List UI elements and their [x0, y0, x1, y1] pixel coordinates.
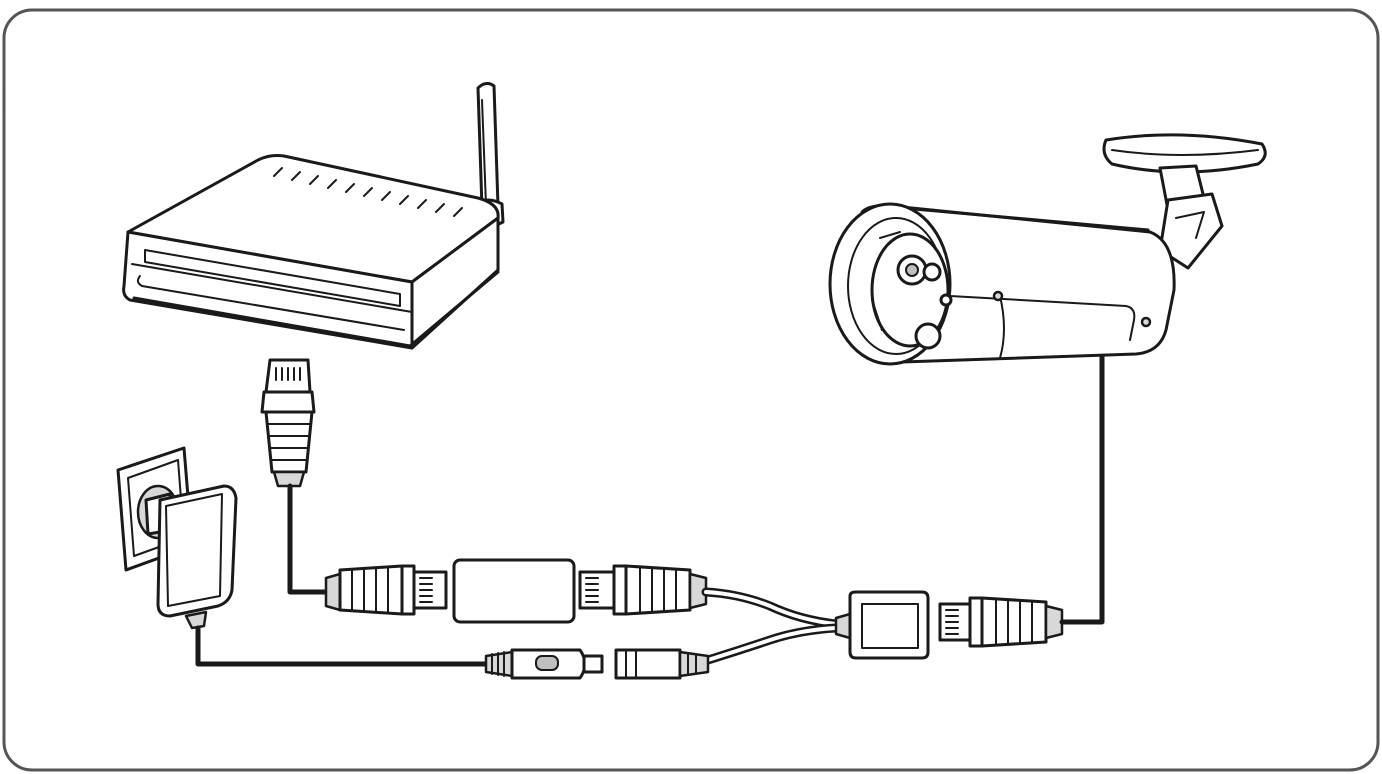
adapter-cable — [195, 625, 491, 667]
router-rj45-plug-icon — [260, 358, 316, 488]
power-adapter-icon — [144, 484, 238, 630]
router-to-injector-cable — [287, 483, 331, 595]
camera-cable — [1059, 349, 1105, 625]
poe-injector-icon — [452, 558, 576, 624]
dc-jack-icon — [614, 648, 710, 680]
splitter-strain-relief — [834, 612, 852, 640]
dc-plug-icon — [484, 648, 604, 680]
bullet-camera-icon — [828, 133, 1267, 366]
injector-left-plug-icon — [324, 564, 448, 616]
camera-side-plug-icon — [938, 596, 1064, 648]
router-icon — [122, 81, 505, 350]
injector-right-plug-icon — [578, 564, 708, 616]
poe-splitter-icon — [848, 590, 930, 660]
